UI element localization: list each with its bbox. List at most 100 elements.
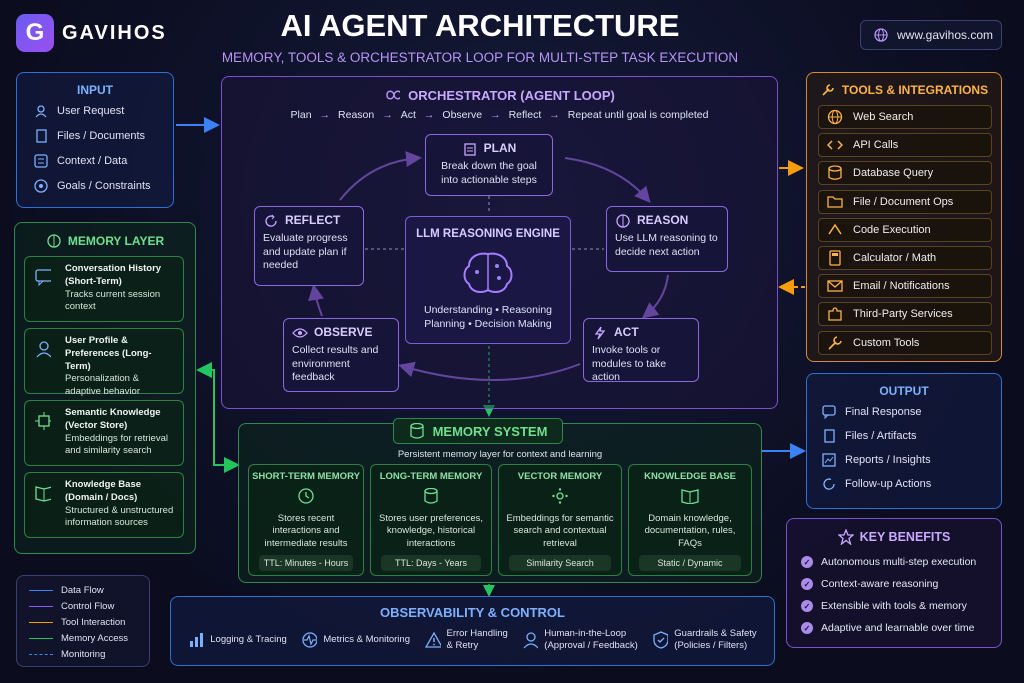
observe-box: OBSERVE Collect results and environment … [283,318,399,392]
tool-label: Custom Tools [853,336,920,349]
legend-memory-access: Memory Access [29,630,149,646]
code-icon [827,137,843,153]
user-icon [522,632,539,649]
brand-name: GAVIHOS [62,22,167,44]
check-icon: ✓ [801,600,813,612]
legend-control-flow: Control Flow [29,598,149,614]
obs-guardrails: Guardrails & Safety(Policies / Filters) [652,628,757,652]
puzzle-icon [827,306,843,322]
loop-steps: Plan→ Reason→ Act→ Observe→ Reflect→ Rep… [290,109,709,121]
book-icon [35,485,51,502]
shield-icon [652,631,669,649]
star-icon [837,529,854,545]
wrench-icon [827,335,843,351]
obs-error-handling: Error Handling& Retry [424,628,508,652]
tool-item-custom-tools: Custom Tools [818,330,992,355]
memory-system-title: MEMORY SYSTEM [432,423,548,439]
website-link[interactable]: www.gavihos.com [860,20,1002,50]
act-box: ACT Invoke tools or modules to take acti… [583,318,699,383]
observability-title: OBSERVABILITY & CONTROL [380,605,565,620]
tool-item-web-search: Web Search [818,105,992,129]
tool-label: Calculator / Math [853,252,937,264]
tool-item-database-query: Database Query [818,161,992,186]
chat-icon [35,269,51,286]
user-icon [35,341,51,358]
refresh-icon [263,213,279,229]
brand-logo: G [16,14,54,52]
input-item-context: Context / Data [33,153,173,169]
memory-layer-title: MEMORY LAYER [67,234,165,248]
page-subtitle: MEMORY, TOOLS & ORCHESTRATOR LOOP FOR MU… [221,50,739,65]
observability-panel: OBSERVABILITY & CONTROL Logging & Tracin… [170,596,775,666]
folder-icon [827,194,843,210]
tool-item-calculator-math: Calculator / Math [818,246,992,270]
reflect-box: REFLECT Evaluate progress and update pla… [254,206,364,286]
memory-card-semantic: Semantic Knowledge (Vector Store) Embedd… [24,400,184,466]
tool-item-third-party-services: Third-Party Services [818,302,992,327]
tool-item-code-execution: Code Execution [818,217,992,242]
llm-engine-box: LLM REASONING ENGINE Understanding • Rea… [405,216,571,344]
chat-icon [821,404,837,420]
long-term-memory-card: LONG-TERM MEMORY Stores user preferences… [370,464,492,576]
tool-item-api-calls: API Calls [818,133,992,158]
brain-circuit-icon [414,250,562,296]
calculator-icon [827,250,843,266]
input-title: INPUT [77,83,113,97]
database-icon [371,487,491,509]
output-title: OUTPUT [879,384,929,398]
database-icon [409,423,425,439]
network-icon [499,488,621,509]
clipboard-icon [462,141,478,157]
website-text: www.gavihos.com [897,28,994,42]
memory-card-knowledge-base: Knowledge Base (Domain / Docs) Structure… [24,472,184,538]
benefit-item: ✓Extensible with tools & memory [801,595,1001,617]
loop-arrow-observe-reflect [308,284,324,317]
chip-icon [35,412,51,430]
tool-label: API Calls [853,139,899,152]
tool-label: Email / Notifications [853,280,950,293]
memory-system-header: MEMORY SYSTEM [393,418,563,444]
file-icon [33,128,49,144]
mail-icon [827,278,843,294]
tool-label: Web Search [853,111,914,123]
reason-box: REASON Use LLM reasoning to decide next … [606,206,728,272]
obs-metrics: Metrics & Monitoring [301,632,410,648]
benefit-item: ✓Adaptive and learnable over time [801,617,1001,639]
output-item-final-response: Final Response [821,404,1001,420]
database-icon [827,165,843,181]
file-icon [821,428,837,444]
input-item-goals: Goals / Constraints [33,178,173,194]
list-icon [33,153,49,169]
output-item-followup: Follow-up Actions [821,476,1001,492]
eye-icon [292,325,308,341]
tool-item-email-notifications: Email / Notifications [818,274,992,299]
chart-icon [821,452,837,468]
loop-arrow-reflect-plan [339,151,422,201]
benefits-title: KEY BENEFITS [859,530,951,544]
legend-monitoring: Monitoring [29,646,149,662]
tool-label: Third-Party Services [853,308,953,321]
tool-label: Code Execution [853,223,931,236]
output-item-reports: Reports / Insights [821,452,1001,468]
refresh-icon [821,476,837,492]
clock-icon [249,488,363,509]
page-title: AI AGENT ARCHITECTURE [280,8,680,43]
input-item-user-request: User Request [33,103,173,119]
brain-icon [615,213,631,229]
warning-icon [424,631,441,648]
book-icon [629,488,751,509]
input-panel: INPUT User Request Files / Documents Con… [16,72,174,208]
check-icon: ✓ [801,556,813,568]
benefit-item: ✓Autonomous multi-step execution [801,551,1001,573]
vector-memory-card: VECTOR MEMORY Embeddings for semantic se… [498,464,622,576]
knowledge-base-card: KNOWLEDGE BASE Domain knowledge, documen… [628,464,752,576]
gauge-icon [301,632,318,648]
legend-data-flow: Data Flow [29,582,149,598]
loop-arrow-reason-act [641,274,669,319]
bar-chart-icon [188,632,204,648]
memory-card-user-profile: User Profile & Preferences (Long-Term) P… [24,328,184,397]
plan-box: PLAN Break down the goal into actionable… [425,134,553,196]
tools-title: TOOLS & INTEGRATIONS [841,83,989,97]
check-icon: ✓ [801,622,813,634]
